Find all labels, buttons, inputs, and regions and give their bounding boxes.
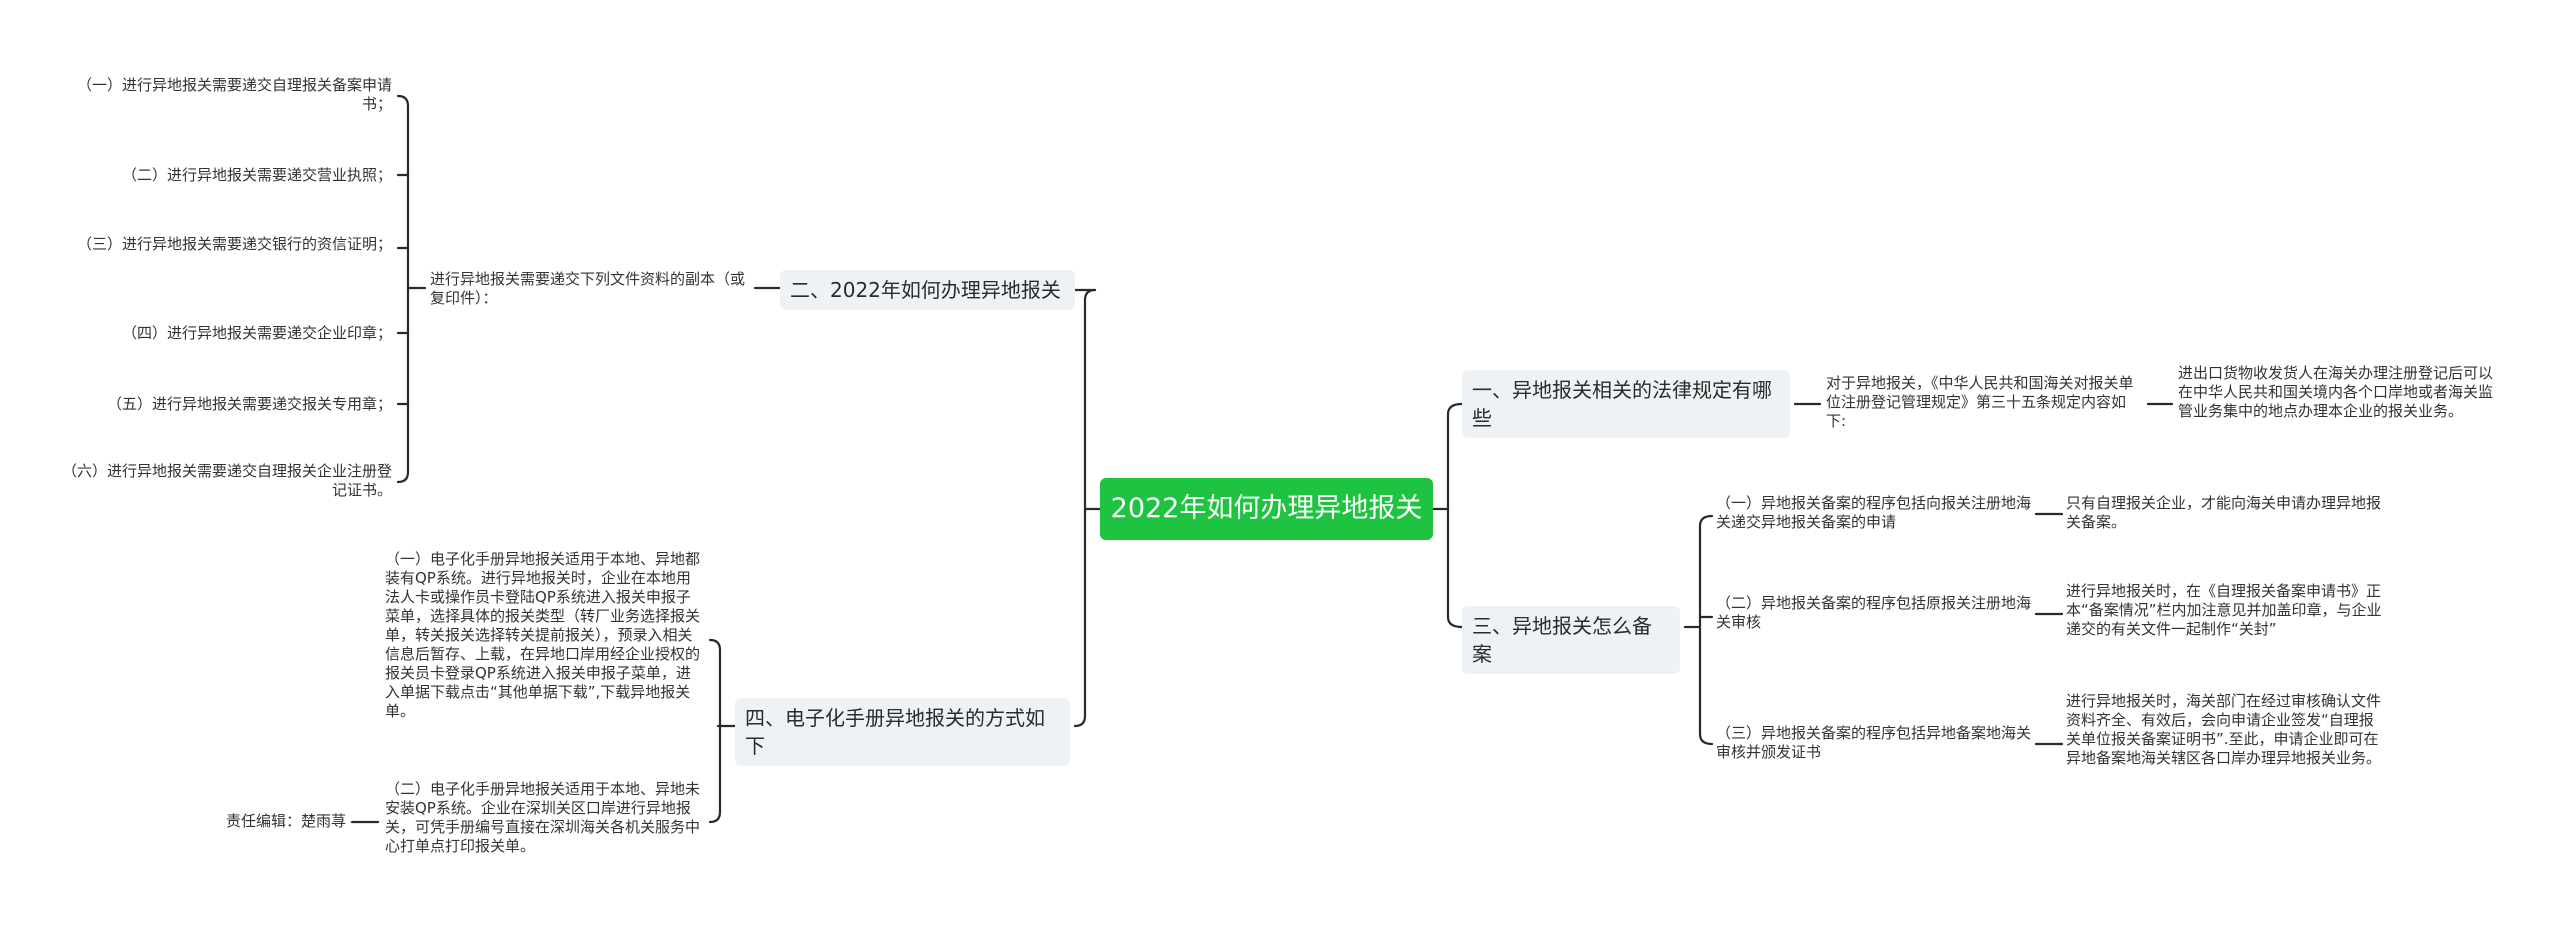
branch-filing[interactable]: 三、异地报关怎么备案 [1462,606,1680,674]
doc-item-4: （四）进行异地报关需要递交企业印章； [121,324,392,342]
doc-item-3: （三）进行异地报关需要递交银行的资信证明； [76,235,392,253]
filing-step-2: （二）异地报关备案的程序包括原报关注册地海关审核 [1716,594,2032,631]
filing-step-3: （三）异地报关备案的程序包括异地备案地海关审核并颁发证书 [1716,724,2032,761]
doc-item-1: （一）进行异地报关需要递交自理报关备案申请书； [76,76,392,113]
legal-provisions-sub: 对于异地报关，《中华人民共和国海关对报关单位注册登记管理规定》第三十五条规定内容… [1826,374,2134,430]
branch-how-to-handle-sub: 进行异地报关需要递交下列文件资料的副本（或复印件）： [430,270,746,307]
responsible-editor: 责任编辑：楚雨荨 [225,812,346,830]
filing-step-1: （一）异地报关备案的程序包括向报关注册地海关递交异地报关备案的申请 [1716,494,2032,531]
doc-item-5: （五）进行异地报关需要递交报关专用章； [106,395,392,413]
filing-step-3-detail: 进行异地报关时，海关部门在经过审核确认文件资料齐全、有效后，会向申请企业签发“自… [2066,692,2382,767]
doc-item-2: （二）进行异地报关需要递交营业执照； [121,166,392,184]
doc-item-6: （六）进行异地报关需要递交自理报关企业注册登记证书。 [61,462,392,499]
electronic-manual-item-2: （二）电子化手册异地报关适用于本地、异地未安装QP系统。企业在深圳关区口岸进行异… [385,780,701,855]
legal-provisions-detail: 进出口货物收发货人在海关办理注册登记后可以在中华人民共和国关境内各个口岸地或者海… [2178,364,2494,420]
branch-legal-provisions[interactable]: 一、异地报关相关的法律规定有哪些 [1462,370,1790,438]
filing-step-2-detail: 进行异地报关时，在《自理报关备案申请书》正本“备案情况”栏内加注意见并加盖印章，… [2066,582,2382,638]
filing-step-1-detail: 只有自理报关企业，才能向海关申请办理异地报关备案。 [2066,494,2382,531]
root-topic[interactable]: 2022年如何办理异地报关 [1100,478,1433,540]
branch-electronic-manual[interactable]: 四、电子化手册异地报关的方式如下 [735,698,1070,766]
electronic-manual-item-1: （一）电子化手册异地报关适用于本地、异地都装有QP系统。进行异地报关时，企业在本… [385,550,701,720]
branch-how-to-handle[interactable]: 二、2022年如何办理异地报关 [780,270,1075,310]
